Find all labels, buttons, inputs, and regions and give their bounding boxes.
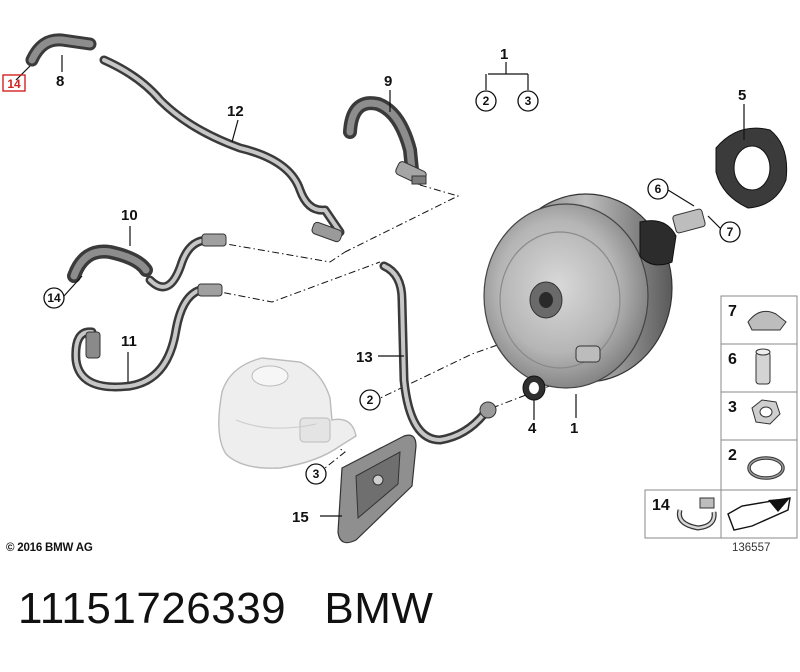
callout-3-top: 3 <box>525 94 532 108</box>
highlight-box <box>2 74 26 92</box>
label-8: 8 <box>56 73 64 90</box>
callout-2-top: 2 <box>483 94 490 108</box>
legend-num-6: 6 <box>728 351 737 368</box>
label-14-highlighted: 14 <box>7 77 21 91</box>
legend-num-7: 7 <box>728 303 737 320</box>
hose-12 <box>99 55 345 243</box>
hose-11 <box>71 283 223 392</box>
callout-7-circle <box>719 221 741 243</box>
parts-diagram: 8 14 9 12 10 11 13 1 5 4 1 15 2 3 6 7 14… <box>2 33 798 544</box>
callout-3-low-circle <box>305 463 327 485</box>
label-4: 4 <box>528 420 537 437</box>
label-13: 13 <box>356 349 373 366</box>
callout-14-circle <box>43 287 65 309</box>
brand-name: BMW <box>324 584 434 633</box>
part-footer: 11151726339 BMW <box>18 584 433 634</box>
callout-6: 6 <box>655 182 662 196</box>
callout-6-circle <box>647 178 669 200</box>
washer-4 <box>522 375 546 401</box>
label-5: 5 <box>738 87 746 104</box>
callout-2-mid-circle <box>359 389 381 411</box>
copyright-text: © 2016 BMW AG <box>6 542 93 554</box>
label-10: 10 <box>121 207 138 224</box>
legend-grid: 7 6 3 2 14 <box>644 295 798 539</box>
callout-3-low: 3 <box>313 467 320 481</box>
diagram-reference-number: 136557 <box>732 542 771 554</box>
part-number: 11151726339 <box>18 584 287 633</box>
callout-2-mid: 2 <box>367 393 374 407</box>
hose-9 <box>343 96 427 185</box>
label-1-booster: 1 <box>570 420 578 437</box>
label-1-top: 1 <box>500 46 508 63</box>
hose-8 <box>25 33 97 67</box>
label-12: 12 <box>227 103 244 120</box>
callout-labels: 8 14 9 12 10 11 13 1 5 4 1 15 2 3 6 7 14… <box>2 46 746 526</box>
callout-7: 7 <box>727 225 734 239</box>
label-9: 9 <box>384 73 392 90</box>
pin-icon <box>755 351 771 385</box>
callout-3-top-circle <box>517 90 539 112</box>
leader-lines <box>15 55 745 517</box>
callout-14: 14 <box>47 291 61 305</box>
label-15: 15 <box>292 509 309 526</box>
label-11: 11 <box>121 333 137 350</box>
hose-13 <box>379 261 497 445</box>
hose-10 <box>67 233 227 292</box>
clip-icon <box>747 310 787 331</box>
legend-num-14: 14 <box>652 497 670 514</box>
legend-num-2: 2 <box>728 447 737 464</box>
brake-booster <box>483 193 706 389</box>
legend-num-3: 3 <box>728 399 737 416</box>
callout-2-top-circle <box>475 90 497 112</box>
bracket-15 <box>337 434 417 544</box>
brake-fluid-reservoir <box>218 357 357 469</box>
gasket-5 <box>715 127 788 209</box>
